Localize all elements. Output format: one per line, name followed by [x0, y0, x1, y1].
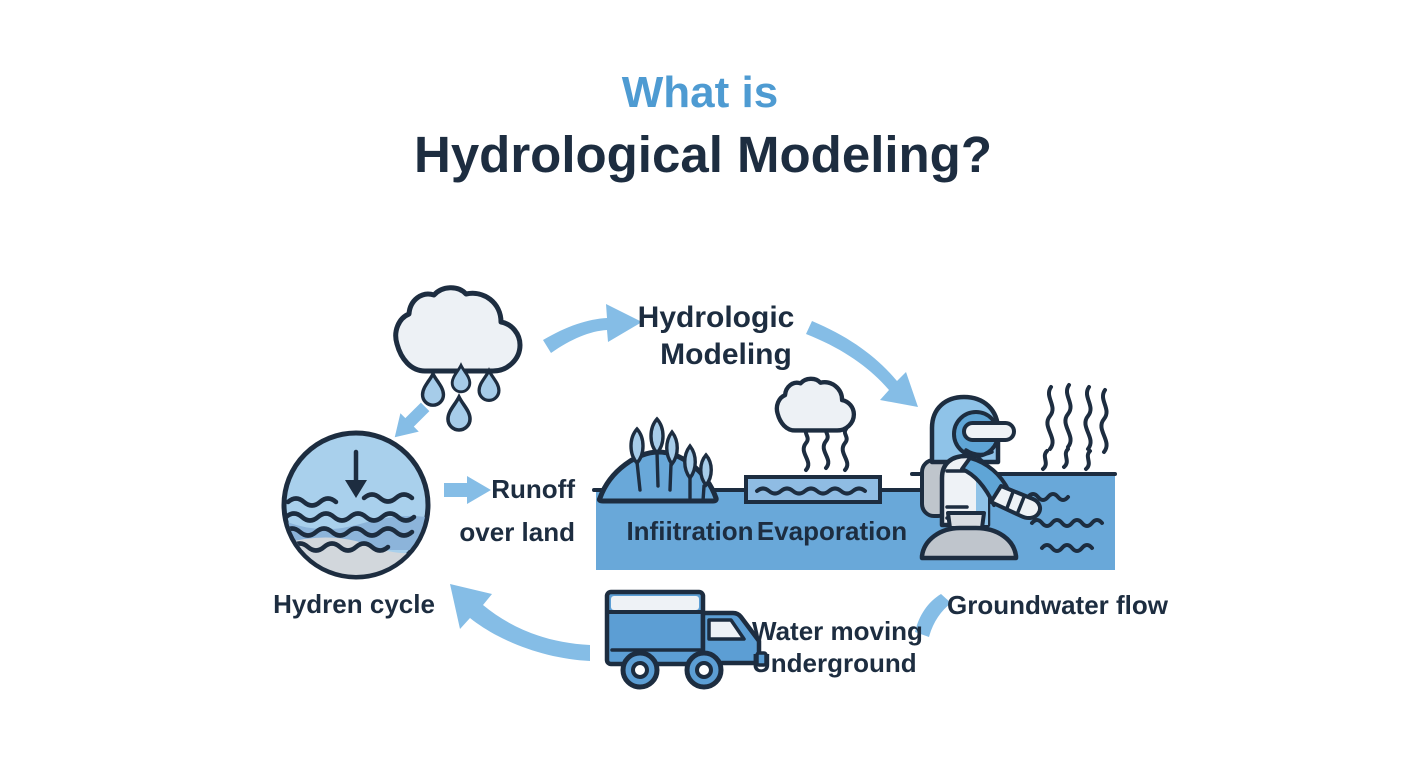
raindrops-icon [420, 362, 501, 432]
rain-cloud-icon [393, 285, 523, 432]
truck-icon [604, 589, 768, 690]
page-title: Hydrological Modeling? [414, 126, 992, 183]
infiltration-label: Infiitration [626, 516, 753, 546]
hydrologic-modeling-label-line1: Hydrologic [638, 301, 795, 334]
arrow-modeling-to-robot-icon [806, 321, 918, 407]
arrow-truck-to-cycle-icon [450, 584, 590, 661]
arrow-cloud-to-cycle-icon [394, 402, 430, 438]
evaporation-label: Evaporation [757, 516, 907, 546]
water-waves-icon [1026, 492, 1104, 553]
hydrologic-modeling-label-line2: Modeling [660, 338, 792, 371]
underground-label-line2: Underground [752, 648, 917, 678]
underground-label-line1: Water moving [752, 616, 923, 646]
hydro-cycle-globe-icon [281, 430, 431, 580]
evaporation-vapor-icon [801, 425, 850, 472]
runoff-label-line1: Runoff [491, 474, 575, 504]
robot-icon [919, 394, 1043, 561]
infiltration-down-arrow-icon [345, 449, 367, 498]
arrow-cycle-to-runoff-icon [444, 476, 491, 504]
arrow-cloud-to-modeling-icon [543, 304, 642, 353]
arrow-groundwater-icon [915, 594, 951, 637]
evaporation-tray-icon [744, 475, 882, 504]
runoff-label-line2: over land [459, 517, 575, 547]
infiltration-hill-trees-icon [596, 416, 719, 504]
page-title-intro: What is [622, 68, 778, 117]
hydro-cycle-label: Hydren cycle [273, 589, 435, 619]
evaporation-cloud-icon [774, 376, 857, 433]
groundwater-label: Groundwater flow [947, 590, 1169, 620]
steam-icon [1041, 383, 1109, 471]
